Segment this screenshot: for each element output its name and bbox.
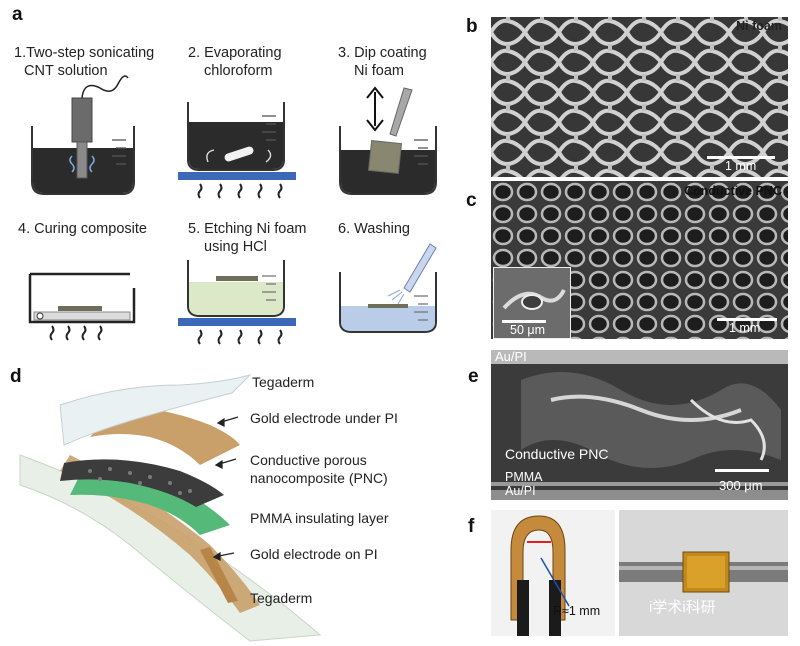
label-gold-electrode-on-pi: Gold electrode on PI bbox=[250, 546, 378, 562]
inset-image: 50 μm bbox=[493, 267, 571, 339]
label-nanocomposite: nanocomposite (PNC) bbox=[250, 470, 388, 486]
pmma-label: PMMA bbox=[505, 470, 543, 484]
ni-foam-sem-image: Ni foam 1 mm bbox=[491, 17, 788, 177]
panel-label-f: f bbox=[468, 516, 475, 537]
bending-photo: R≈1 mm bbox=[491, 510, 615, 636]
label-conductive-porous: Conductive porous bbox=[250, 452, 367, 468]
step-6-caption: 6. Washing bbox=[338, 221, 410, 237]
label-tegaderm-bottom: Tegaderm bbox=[250, 590, 313, 606]
inset-scale-label: 50 μm bbox=[510, 323, 545, 337]
panel-label-e: e bbox=[468, 366, 479, 387]
scale-bar bbox=[717, 318, 777, 321]
tegaderm-top bbox=[59, 374, 252, 446]
cross-section-sem-image: Au/PI Conductive PNC PMMA Au/PI 300 μm bbox=[491, 350, 788, 500]
pnc-pores bbox=[88, 467, 192, 495]
ni-foam-title: Ni foam bbox=[736, 19, 782, 33]
pnc-sem-image: Conductive PNC 50 μm 1 mm bbox=[491, 181, 788, 339]
fabrication-illustrations bbox=[28, 75, 437, 345]
step-5-beaker bbox=[178, 260, 296, 345]
step-1-beaker bbox=[31, 75, 135, 195]
layer-stack-illustration bbox=[19, 374, 322, 642]
pnc-title: Conductive PNC bbox=[684, 184, 782, 198]
rod-photo: i学术i科研 bbox=[619, 510, 788, 636]
scale-bar bbox=[707, 156, 775, 159]
scale-label: 1 mm bbox=[729, 321, 761, 335]
scale-bar bbox=[715, 469, 769, 472]
scale-label: 1 mm bbox=[725, 159, 757, 173]
panel-label-c: c bbox=[466, 190, 477, 211]
pnc-label: Conductive PNC bbox=[505, 446, 609, 462]
label-pmma-insulating-layer: PMMA insulating layer bbox=[250, 510, 389, 526]
scale-label: 300 μm bbox=[719, 478, 763, 493]
rod-illustration bbox=[619, 510, 788, 636]
label-gold-electrode-under-pi: Gold electrode under PI bbox=[250, 410, 398, 426]
step-2-beaker bbox=[178, 102, 296, 199]
watermark: i学术i科研 bbox=[649, 599, 716, 616]
bending-illustration bbox=[510, 515, 570, 636]
radius-label: R≈1 mm bbox=[553, 604, 601, 618]
step-4-oven bbox=[28, 272, 136, 341]
step-6-beaker bbox=[339, 243, 437, 333]
inset-scale-bar bbox=[502, 320, 546, 323]
pnc-layer bbox=[60, 459, 224, 507]
au-pi-bottom-label: Au/PI bbox=[505, 484, 536, 498]
label-tegaderm-top: Tegaderm bbox=[252, 374, 315, 390]
panel-label-b: b bbox=[466, 16, 478, 37]
leader-lines bbox=[212, 416, 239, 561]
gold-lead-bottom bbox=[200, 547, 238, 603]
step-4-caption: 4. Curing composite bbox=[18, 221, 147, 237]
au-pi-top-label: Au/PI bbox=[495, 350, 527, 364]
panel-label-a: a bbox=[12, 4, 23, 25]
inset-texture bbox=[494, 268, 570, 338]
cross-section-texture bbox=[491, 350, 788, 500]
pmma-layer bbox=[70, 475, 230, 535]
foam-texture bbox=[491, 17, 788, 177]
panel-label-d: d bbox=[10, 366, 22, 387]
step-3-beaker bbox=[339, 86, 437, 195]
